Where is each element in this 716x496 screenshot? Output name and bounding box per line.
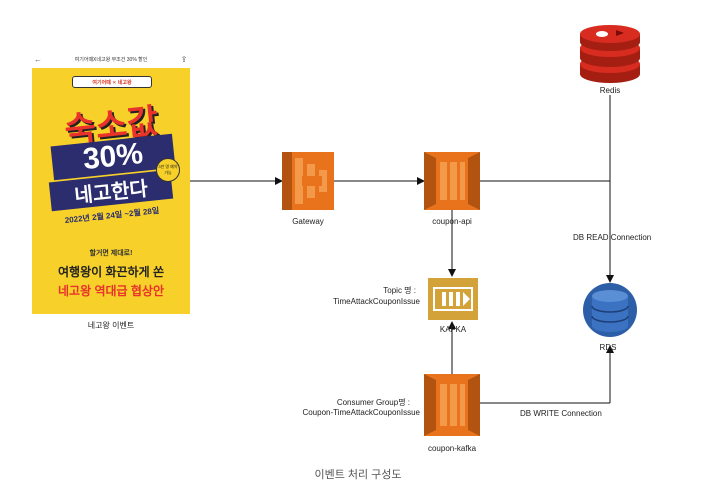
banner-header-title: 여기어때X네고왕 무조건 30% 할인 [74,56,148,63]
coupon-kafka-icon [424,374,480,436]
gateway-icon [282,152,334,210]
banner-line-3: 네고왕 역대급 협상안 [57,284,165,298]
coupon-kafka-label: coupon-kafka [427,444,477,453]
banner-badge: 여기어때 ✕ 네고왕 [72,76,152,88]
redis-label: Redis [599,86,621,95]
coupon-api-icon [424,152,480,210]
topic-name-value: TimeAttackCouponIssue [333,297,420,306]
figure-caption: 이벤트 처리 구성도 [314,469,402,481]
share-icon: ⇪ [180,54,188,64]
topic-name-label: Topic 명 : [383,286,416,295]
banner-line-2: 여행왕이 화끈하게 쏜 [57,265,165,279]
consumer-group-value: Coupon-TimeAttackCouponIssue [302,408,420,417]
banner-poster: 여기어때 ✕ 네고왕 숙소값 30% 네고한다 3만 명 예약가능 2022년 … [32,68,190,314]
kafka-label: KAFKA [439,325,467,334]
banner-header: ← 여기어때X네고왕 무조건 30% 할인 ⇪ [32,50,190,68]
consumer-group-label: Consumer Group명 : [336,398,410,407]
coupon-api-label: coupon-api [432,217,472,226]
db-write-connection-label: DB WRITE Connection [520,409,602,418]
gateway-label: Gateway [292,217,324,226]
connectors [190,95,614,404]
event-banner: ← 여기어때X네고왕 무조건 30% 할인 ⇪ 여기어때 ✕ 네고왕 숙소값 3… [32,50,190,314]
back-arrow-icon: ← [34,54,42,64]
db-read-connection-label: DB READ Connection [573,233,652,242]
banner-caption: 네고왕 이벤트 [87,321,135,330]
rds-label: RDS [599,343,617,352]
banner-seal: 3만 명 예약가능 [156,158,180,182]
redis-icon [580,25,640,83]
banner-line-1: 할거면 제대로! [89,250,133,257]
kafka-icon [428,278,478,320]
rds-icon [583,283,637,337]
